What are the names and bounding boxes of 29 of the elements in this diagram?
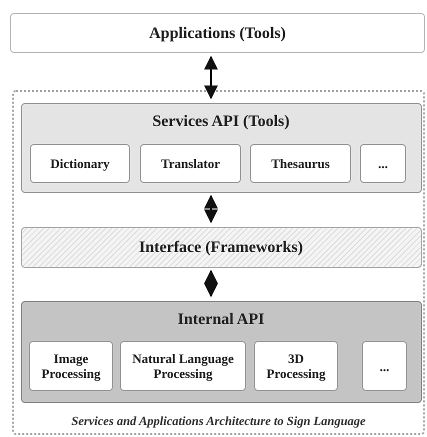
component-box xyxy=(120,341,246,391)
component-box xyxy=(30,144,130,183)
component-box xyxy=(250,144,351,183)
component-box xyxy=(140,144,241,183)
component-box xyxy=(254,341,338,391)
layer-title: Interface (Frameworks) xyxy=(138,238,304,256)
component-box xyxy=(362,341,407,391)
hatched-layer xyxy=(20,226,422,268)
diagram-caption: Services and Applications Architecture to Sign Language xyxy=(70,414,367,429)
layer-panel xyxy=(20,300,422,402)
double-arrow xyxy=(204,56,218,100)
layer-panel xyxy=(20,102,422,192)
component-label: Dictionary xyxy=(49,156,111,171)
component-box xyxy=(360,144,406,183)
component-label: ... xyxy=(378,358,390,374)
component-label: Translator xyxy=(160,156,221,171)
component-label: Thesaurus xyxy=(270,156,331,171)
layer-title: Applications (Tools) xyxy=(148,24,287,42)
component-box xyxy=(29,341,113,391)
dotted-container xyxy=(12,90,425,435)
component-label: 3D Processing xyxy=(266,351,326,381)
component-label: Image Processing xyxy=(40,351,102,381)
component-label: Natural Language Processing xyxy=(131,351,235,381)
layer-title: Services API (Tools) xyxy=(151,112,291,130)
layer-title: Internal API xyxy=(176,310,266,328)
double-arrow xyxy=(204,194,218,224)
layer-box xyxy=(10,13,425,53)
double-arrow xyxy=(204,270,218,298)
component-label: ... xyxy=(377,156,389,171)
